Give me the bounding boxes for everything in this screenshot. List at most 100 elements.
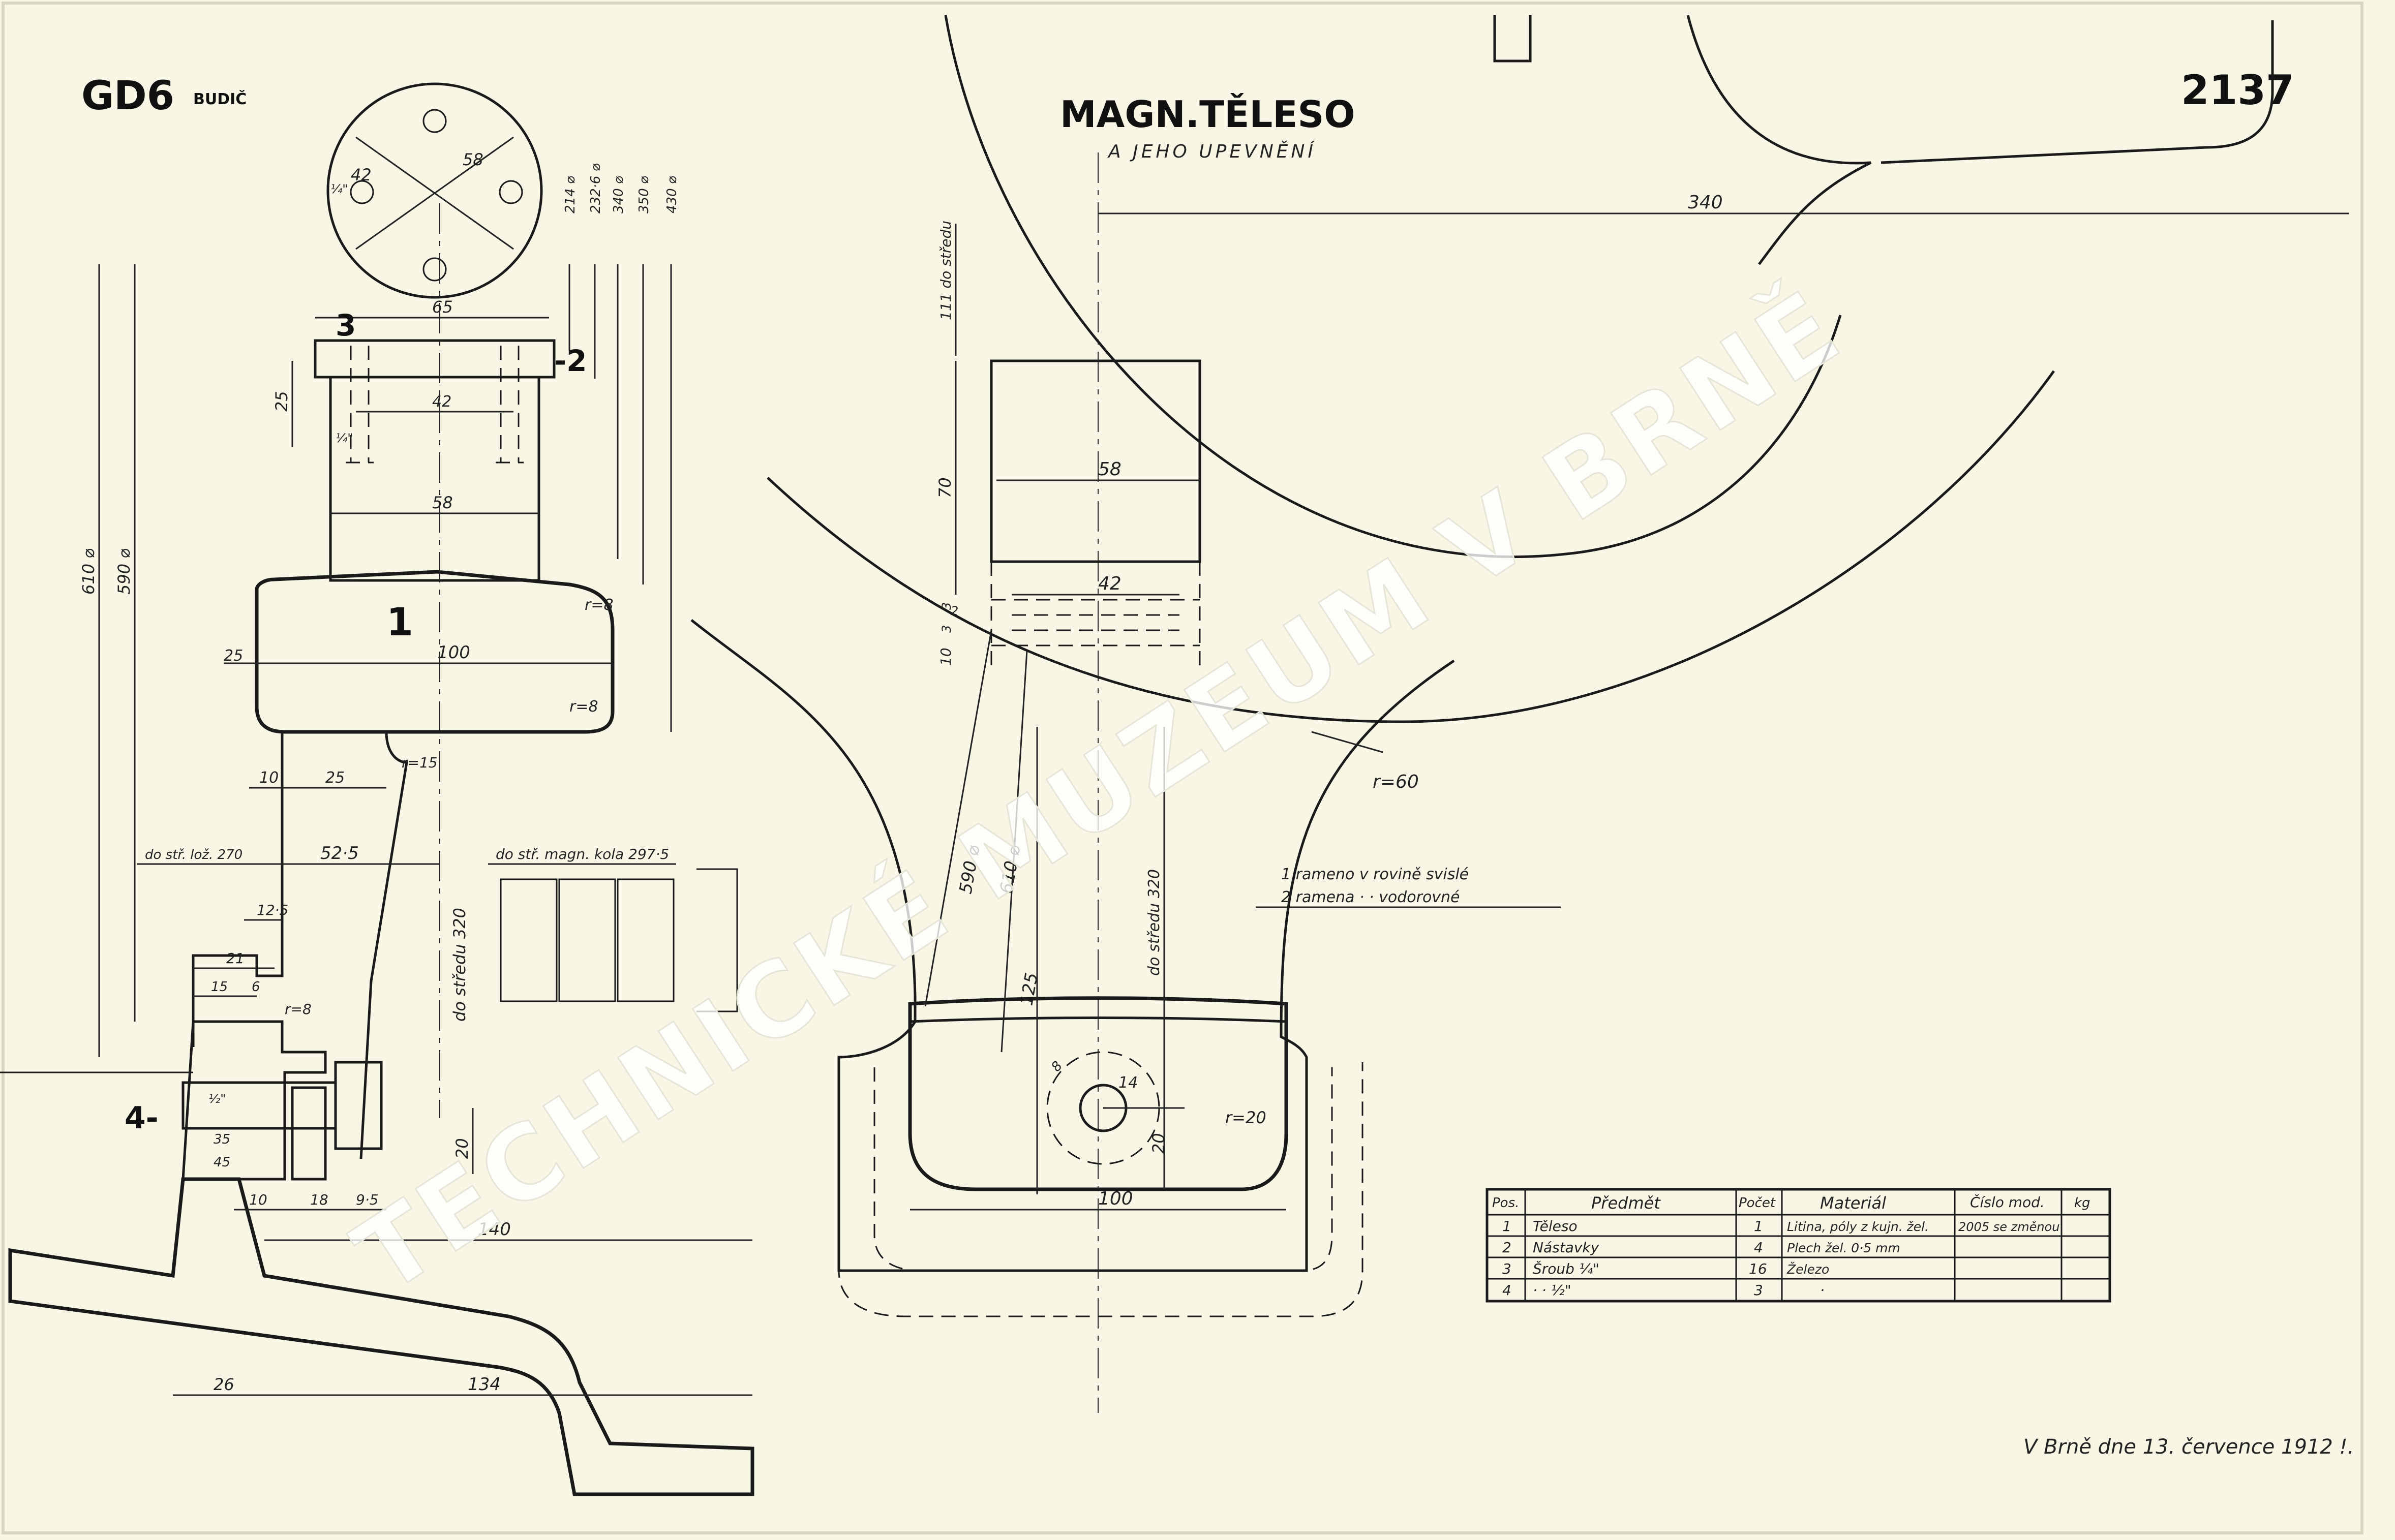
dim-270: do stř. lož. 270: [145, 847, 242, 863]
dim-340-left: 340 ⌀: [611, 176, 626, 213]
pole-stem: [329, 376, 540, 582]
drawing-title: MAGN.TĚLESO: [1060, 93, 1355, 136]
flange-bolt-top: [422, 109, 447, 133]
outer-ring-arc: [1493, 15, 1532, 63]
position-label-3: 3: [336, 308, 356, 343]
dim-r60: r=60: [1373, 772, 1419, 792]
table-row-4-pos: 4: [1502, 1282, 1511, 1299]
yoke-body: [690, 619, 1455, 1272]
signature-line: V Brně dne 13. července 1912 !.: [2023, 1435, 2354, 1459]
drawing-number: 2137: [2181, 67, 2294, 114]
dim-3b: 3: [939, 625, 954, 633]
dim-100-left: 100: [437, 642, 470, 663]
dim-15: 15: [211, 979, 228, 995]
dim-134: 134: [468, 1374, 501, 1395]
dim-42-bolt: 42: [432, 393, 451, 411]
drawing-code-sub: BUDIČ: [193, 89, 247, 108]
dim-65: 65: [432, 297, 453, 317]
dim-610-left: 610 ⌀: [79, 548, 98, 595]
lamination-cap: [696, 868, 738, 1012]
dim-26: 26: [214, 1375, 234, 1394]
table-row-1-material: Litina, póly z kujn. žel.: [1787, 1219, 1929, 1234]
dim-42-right: 42: [1098, 573, 1121, 594]
table-row-1-item: Těleso: [1533, 1218, 1578, 1235]
table-header-kg: kg: [2074, 1195, 2090, 1211]
outer-ring-curve: [1686, 15, 1872, 265]
dim-25-arm: 25: [325, 769, 345, 787]
part-1-hatched: [255, 570, 615, 734]
dim-430: 430 ⌀: [664, 176, 680, 213]
yoke-pole-top: [910, 1017, 1287, 1023]
winding-outline: [838, 1062, 1363, 1317]
note-line-1: 1 rameno v rovině svislé: [1281, 866, 1469, 883]
dim-14: 14: [1118, 1074, 1138, 1092]
dim-232-6: 232·6 ⌀: [588, 163, 603, 213]
table-row-4-material: ·: [1820, 1282, 1825, 1299]
dim-20-left: 20: [452, 1138, 472, 1159]
flange-bolt-left: [350, 180, 374, 204]
dim-half-inch: ½": [208, 1092, 226, 1106]
dim-10-base: 10: [249, 1191, 267, 1208]
table-header-count: Počet: [1739, 1195, 1776, 1211]
pole-shoe: [990, 359, 1201, 563]
table-row-3-pos: 3: [1502, 1260, 1511, 1277]
dim-100-right: 100: [1098, 1188, 1133, 1209]
dim-12-5: 12·5: [257, 902, 288, 918]
table-row-1-pos: 1: [1502, 1218, 1511, 1235]
dim-2: 2: [951, 604, 958, 618]
table-row-3-count: 16: [1749, 1260, 1767, 1277]
table-row-3-material: Železo: [1786, 1262, 1829, 1277]
position-label-2: -2: [554, 344, 587, 378]
dim-r8-a: r=8: [585, 596, 614, 614]
dim-14-top: ¼": [330, 182, 348, 196]
table-row-2-count: 4: [1754, 1239, 1763, 1256]
dim-42-top: 42: [351, 165, 372, 184]
dim-52-5: 52·5: [320, 843, 359, 864]
yoke-pole: [908, 996, 1288, 1191]
dim-58-right: 58: [1098, 459, 1121, 480]
drawing-code: GD6: [81, 73, 174, 119]
dim-20-right: 20: [1149, 1133, 1168, 1154]
table-row-1-count: 1: [1754, 1218, 1763, 1235]
flange-circle: [326, 82, 543, 299]
dim-214: 214 ⌀: [563, 176, 578, 213]
dim-58-top: 58: [463, 150, 483, 169]
flange-bolt-right: [499, 180, 523, 204]
table-row-4-count: 3: [1754, 1282, 1763, 1299]
flange-bolt-bottom: [422, 257, 447, 282]
lamination-2: [558, 878, 616, 1002]
dim-r8-b: r=8: [569, 698, 598, 716]
winding-outline-inner: [873, 1067, 1333, 1272]
dim-r20: r=20: [1225, 1108, 1266, 1127]
right-view: 340 111 do středu 70 58 42 3 3 2 10 590 …: [690, 15, 2349, 1413]
base-casting: [8, 1177, 754, 1496]
pole-shoe-dashed: [990, 562, 1201, 671]
dim-45: 45: [214, 1155, 230, 1170]
dim-10-right: 10: [937, 648, 954, 666]
table-header-model: Číslo mod.: [1970, 1193, 2045, 1211]
dim-350: 350 ⌀: [636, 176, 652, 213]
table-header-item: Předmět: [1591, 1193, 1661, 1213]
dim-70: 70: [935, 477, 955, 498]
position-label-4: 4-: [125, 1100, 159, 1136]
dim-14-bolt: ¼": [336, 431, 353, 445]
dim-3a: 3: [939, 602, 954, 610]
dim-25-horiz: 25: [224, 647, 243, 665]
table-row-4-item: · · ½": [1533, 1282, 1571, 1299]
parts-table: Pos. Předmět Počet Materiál Číslo mod. k…: [1485, 1188, 2111, 1303]
dim-25-vert: 25: [272, 391, 291, 412]
screw-right: [496, 346, 524, 464]
dim-58-mid: 58: [432, 493, 453, 512]
lamination-3: [617, 878, 675, 1002]
table-header-pos: Pos.: [1492, 1195, 1519, 1211]
dim-590-left: 590 ⌀: [114, 548, 134, 595]
dim-10-left: 10: [259, 769, 279, 787]
table-row-2-material: Plech žel. 0·5 mm: [1787, 1241, 1900, 1255]
table-header-material: Materiál: [1820, 1193, 1886, 1213]
drawing-subtitle: A JEHO UPEVNĚNÍ: [1107, 141, 1316, 162]
dim-140: 140: [478, 1219, 511, 1240]
dim-6: 6: [252, 979, 260, 995]
inner-arc-lower: [767, 370, 2055, 723]
